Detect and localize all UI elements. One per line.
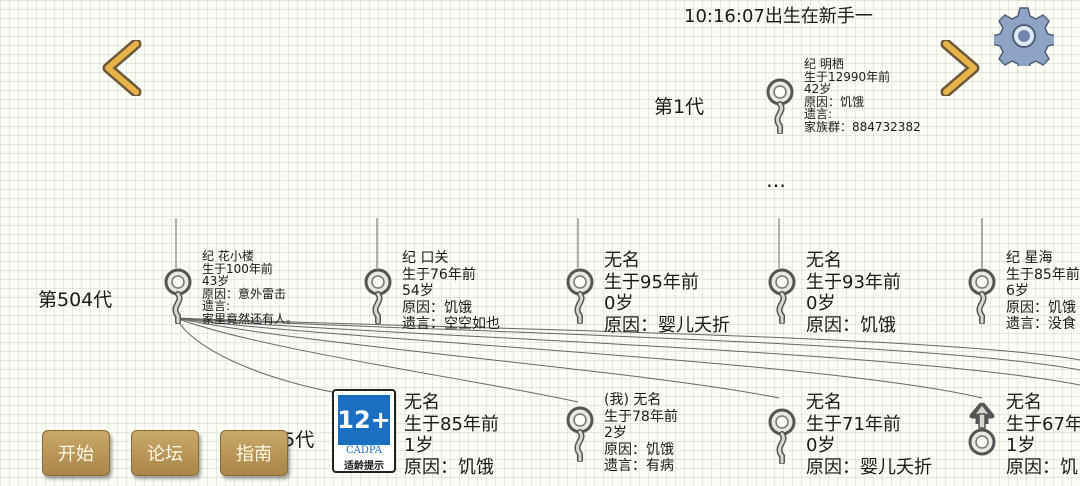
start-button[interactable]: 开始 — [42, 430, 110, 476]
person-name: 纪 花小楼 — [202, 249, 254, 263]
person-age: 0岁 — [806, 293, 836, 314]
male-icon — [968, 402, 996, 456]
person-card-self[interactable]: (我) 无名 生于78年前 2岁 原因：饥饿 遗言：有病 — [564, 392, 744, 486]
person-name: 纪 星海 — [1006, 250, 1053, 266]
person-age: 6岁 — [1006, 283, 1029, 299]
person-card[interactable]: 无名 生于67年前 1岁 原因：饥 — [966, 392, 1080, 486]
person-age: 2岁 — [604, 425, 627, 441]
person-card[interactable]: 无名 生于71年前 0岁 原因：婴儿夭折 — [766, 392, 956, 486]
gear-icon[interactable] — [994, 6, 1054, 66]
age-rating-tip: 适龄提示 — [344, 461, 384, 472]
guide-button[interactable]: 指南 — [220, 430, 288, 476]
ellipsis: … — [766, 168, 787, 192]
person-age: 1岁 — [1006, 435, 1036, 456]
female-icon — [566, 406, 594, 462]
person-cause: 原因：饥饿 — [402, 299, 472, 316]
female-icon — [768, 268, 796, 324]
person-birth: 生于71年前 — [806, 413, 901, 435]
person-name: 无名 — [604, 250, 640, 271]
person-card[interactable]: 纪 明栖 生于12990年前 42岁 原因：饥饿 遗言: 家族群：8847323… — [764, 58, 964, 140]
person-cause: 原因：饥 — [1006, 456, 1078, 478]
chevron-right-icon[interactable] — [936, 40, 982, 96]
person-birth: 生于12990年前 — [804, 69, 891, 84]
person-lastwords: 遗言: — [202, 299, 231, 313]
age-rating-number: 12+ — [337, 395, 391, 445]
person-age: 0岁 — [604, 293, 634, 314]
person-cause: 原因：饥饿 — [604, 441, 674, 458]
female-icon — [364, 268, 392, 324]
person-lastwords: 遗言：没食 — [1006, 316, 1076, 332]
generation-label-1: 第1代 — [654, 96, 705, 118]
person-birth: 生于95年前 — [604, 271, 699, 293]
person-card[interactable]: 纪 星海 生于85年前 6岁 原因：饥饿 遗言：没食 — [966, 250, 1080, 340]
female-icon — [768, 408, 796, 464]
person-lastwords: 遗言: — [804, 107, 833, 121]
female-icon — [968, 268, 996, 324]
person-age: 54岁 — [402, 283, 434, 299]
person-age: 0岁 — [806, 435, 836, 456]
person-card[interactable]: 无名 生于85年前 1岁 原因：饥饿 — [364, 392, 544, 486]
person-lastwords: 遗言：有病 — [604, 458, 674, 474]
age-rating-org: CADPA — [346, 445, 382, 456]
person-name: 无名 — [806, 392, 842, 413]
person-name: 纪 口关 — [402, 250, 449, 266]
generation-label-504: 第504代 — [38, 289, 113, 311]
person-birth: 生于85年前 — [1006, 266, 1080, 283]
chevron-left-icon[interactable] — [100, 40, 146, 96]
person-cause: 原因：意外雷击 — [202, 286, 287, 301]
person-cause: 原因：饥饿 — [806, 314, 896, 336]
person-age: 43岁 — [202, 274, 230, 288]
age-rating-badge: 12+ CADPA 适龄提示 — [332, 389, 396, 473]
person-birth: 生于85年前 — [404, 413, 499, 435]
person-cause: 原因：婴儿夭折 — [604, 314, 730, 336]
female-icon — [766, 78, 794, 134]
person-birth: 生于100年前 — [202, 261, 273, 276]
person-birth: 生于76年前 — [402, 266, 476, 283]
person-name: 无名 — [404, 392, 440, 413]
person-age: 42岁 — [804, 82, 832, 96]
person-birth: 生于93年前 — [806, 271, 901, 293]
person-name: 无名 — [806, 250, 842, 271]
person-name: (我) 无名 — [604, 392, 662, 408]
person-cause: 原因：婴儿夭折 — [806, 456, 932, 478]
person-card[interactable]: 无名 生于95年前 0岁 原因：婴儿夭折 — [564, 250, 754, 340]
forum-button[interactable]: 论坛 — [131, 430, 199, 476]
person-cause: 原因：饥饿 — [404, 456, 494, 478]
person-age: 1岁 — [404, 435, 434, 456]
person-cause: 原因：饥饿 — [804, 94, 865, 109]
person-card[interactable]: 纪 花小楼 生于100年前 43岁 原因：意外雷击 遗言: 家里竟然还有人。 — [162, 250, 342, 340]
person-card[interactable]: 纪 口关 生于76年前 54岁 原因：饥饿 遗言：空空如也 — [362, 250, 542, 340]
person-group: 家族群：884732382 — [804, 119, 921, 134]
person-cause: 原因：饥饿 — [1006, 299, 1076, 316]
person-birth: 生于78年前 — [604, 408, 678, 425]
person-birth: 生于67年前 — [1006, 413, 1080, 435]
person-lastwords-text: 家里竟然还有人。 — [202, 311, 299, 326]
person-name: 纪 明栖 — [804, 57, 844, 71]
person-lastwords: 遗言：空空如也 — [402, 316, 500, 332]
person-card[interactable]: 无名 生于93年前 0岁 原因：饥饿 — [766, 250, 956, 340]
female-icon — [164, 268, 192, 324]
female-icon — [566, 268, 594, 324]
person-name: 无名 — [1006, 392, 1042, 413]
birth-clock: 10:16:07出生在新手一 — [684, 6, 873, 27]
